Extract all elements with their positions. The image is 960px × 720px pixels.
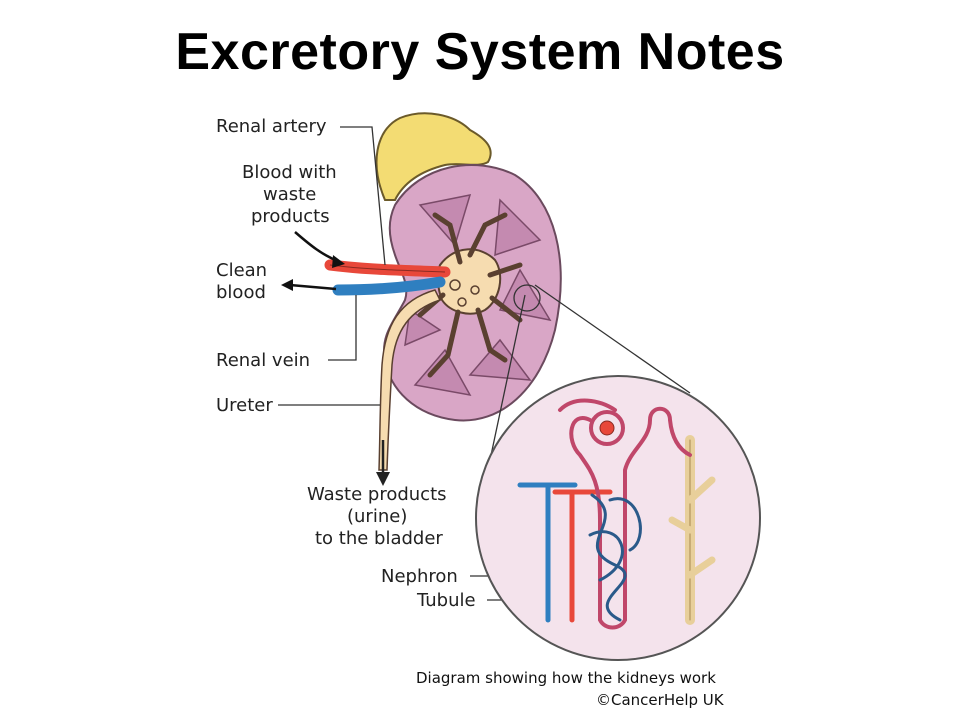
label-waste-products-2: (urine): [347, 506, 407, 527]
calyx-branches: [417, 212, 523, 378]
label-blood-with-waste-2: waste: [263, 184, 316, 205]
label-renal-vein: Renal vein: [216, 350, 310, 371]
renal-vein: [332, 276, 446, 296]
ureter: [378, 289, 442, 471]
label-ureter: Ureter: [216, 395, 273, 416]
zoom-lines: [489, 284, 691, 461]
page-title: Excretory System Notes: [175, 23, 785, 81]
label-waste-products-3: to the bladder: [315, 528, 443, 549]
nephron-detail: [517, 398, 716, 630]
clean-blood-arrow: [289, 283, 337, 291]
adrenal-gland: [375, 112, 492, 201]
label-renal-artery: Renal artery: [216, 116, 327, 137]
label-clean-blood-2: blood: [216, 282, 266, 303]
caption-credit: ©CancerHelp UK: [596, 691, 725, 709]
label-tubule: Tubule: [416, 590, 476, 611]
label-blood-with-waste-3: products: [251, 206, 330, 227]
label-waste-products-1: Waste products: [307, 484, 447, 505]
leader-renal-artery: [340, 126, 386, 266]
leader-renal-vein: [328, 295, 357, 361]
label-nephron: Nephron: [381, 566, 458, 587]
label-clean-blood-1: Clean: [216, 260, 267, 281]
label-blood-with-waste-1: Blood with: [242, 162, 337, 183]
caption-description: Diagram showing how the kidneys work: [416, 669, 716, 687]
renal-pelvis: [436, 248, 502, 315]
zoom-source-circle: [513, 284, 541, 312]
